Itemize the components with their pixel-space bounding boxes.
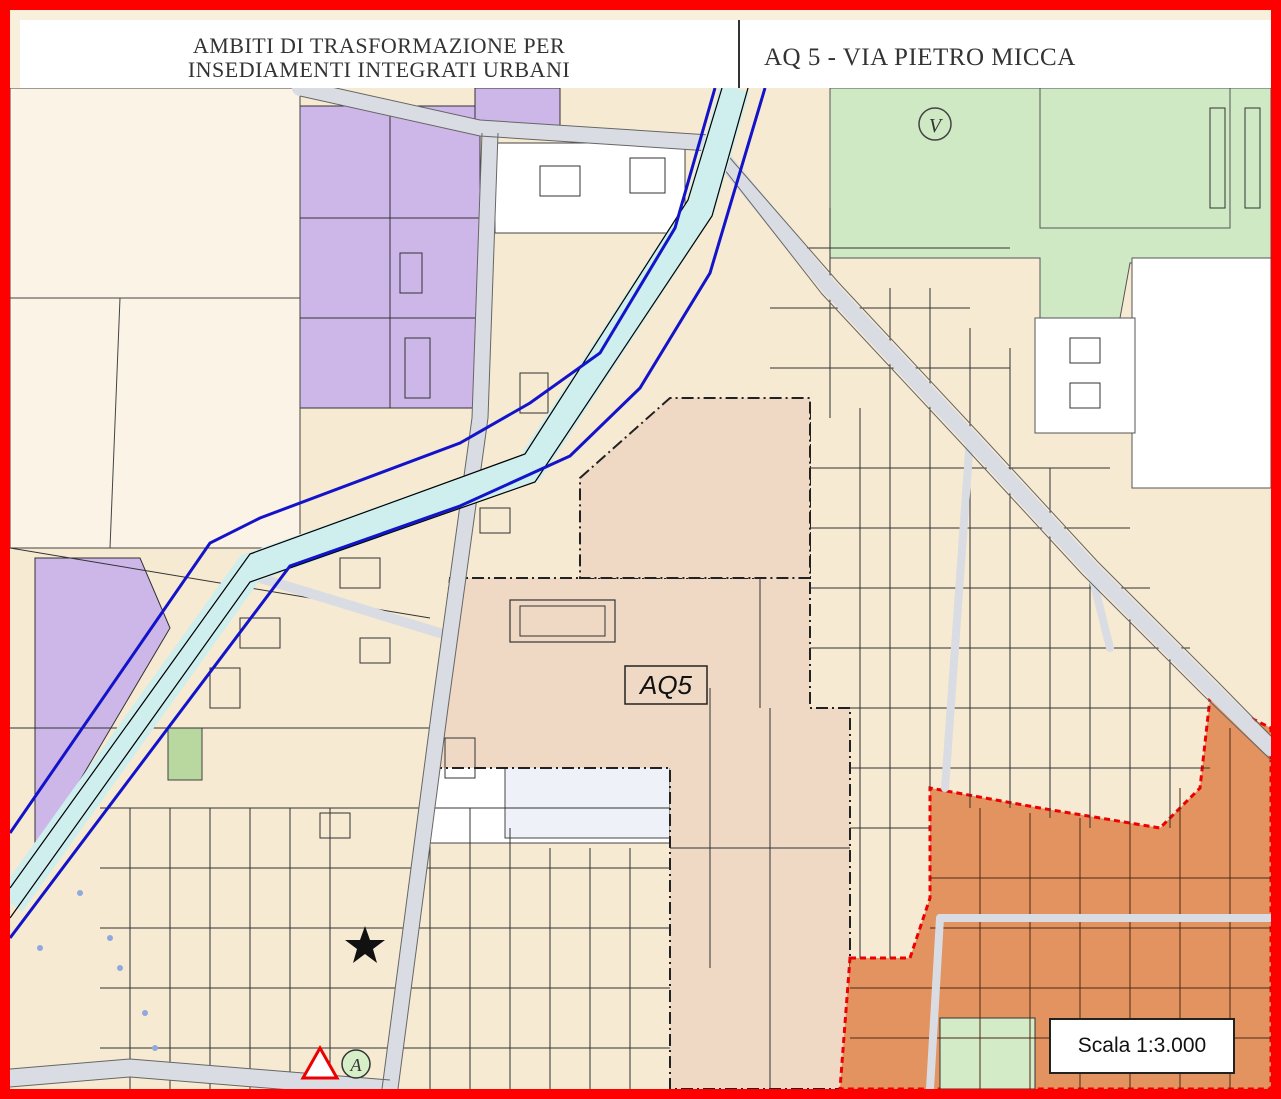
- aq5-label: AQ5: [638, 670, 693, 700]
- triangle-warning-icon: [300, 1044, 340, 1080]
- building-footprints: [209, 107, 1261, 839]
- header-area-title: AQ 5 - VIA PIETRO MICCA: [764, 44, 1076, 71]
- aq5-building-inner: [519, 605, 606, 637]
- zone-marker-v-label: V: [929, 115, 944, 137]
- cadastral-map: V AQ5 A: [10, 88, 1271, 1089]
- header-category-line1: AMBITI DI TRASFORMAZIONE PER: [192, 33, 566, 58]
- header-category: AMBITI DI TRASFORMAZIONE PER INSEDIAMENT…: [20, 20, 740, 96]
- parcel-lines: [10, 106, 1271, 1089]
- aq5-building: [509, 599, 616, 643]
- white-block-right: [1131, 257, 1271, 489]
- canal: [10, 88, 750, 919]
- white-block-mid-right: [1034, 317, 1136, 434]
- marker-a-label: A: [350, 1055, 363, 1075]
- map-header: AMBITI DI TRASFORMAZIONE PER INSEDIAMENT…: [20, 20, 1271, 98]
- aq5-area-upper: [579, 397, 811, 579]
- white-block-center-top: [494, 142, 686, 234]
- green-small-plot: [167, 727, 203, 781]
- scale-label: Scala 1:3.000: [1049, 1018, 1235, 1074]
- historic-square: [939, 1017, 1036, 1089]
- marker-a: A: [341, 1049, 371, 1079]
- purple-zone-left: [34, 557, 171, 849]
- white-field-left: [10, 88, 301, 549]
- zone-marker-v: V: [918, 107, 952, 141]
- header-category-line2: INSEDIAMENTI INTEGRATI URBANI: [187, 57, 571, 82]
- aq5-label-box: AQ5: [624, 665, 708, 705]
- blue-points: [37, 890, 158, 1051]
- sports-field: [1039, 88, 1231, 229]
- roads: [10, 88, 1271, 1089]
- road-edges: [10, 88, 1271, 1089]
- canal-buffer-lines: [10, 88, 767, 939]
- star-icon: [345, 926, 385, 963]
